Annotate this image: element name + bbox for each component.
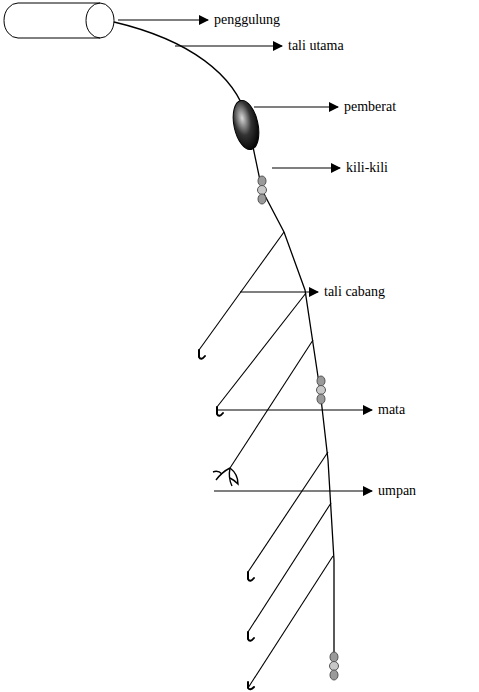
swivel: [258, 176, 267, 204]
main-line: [114, 22, 334, 660]
sinker: [229, 98, 263, 152]
part-label: penggulung: [213, 12, 281, 28]
part-label: mata: [377, 402, 406, 418]
bait: [213, 468, 238, 486]
part-label: umpan: [377, 483, 417, 499]
swivel: [330, 652, 339, 680]
reel: [4, 3, 114, 38]
swivel: [317, 376, 326, 404]
part-label: pemberat: [343, 99, 397, 115]
callout-arrows: [118, 20, 372, 491]
branch-lines: [199, 232, 333, 688]
part-label: tali cabang: [323, 284, 386, 300]
part-label: kili-kili: [345, 160, 389, 176]
part-label: tali utama: [287, 38, 345, 54]
hooks: [199, 350, 254, 689]
